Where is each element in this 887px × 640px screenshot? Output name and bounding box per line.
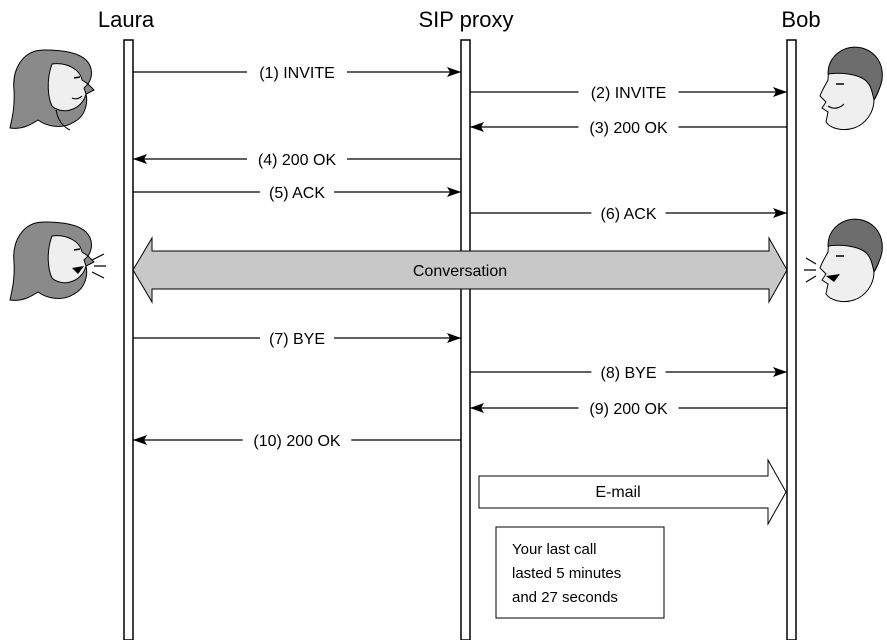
participant-bob: Bob [781,7,820,32]
note-line-2: lasted 5 minutes [512,565,621,582]
message-label-10: (10) 200 OK [253,433,340,450]
message-label-4: (4) 200 OK [258,152,337,169]
message-label-2: (2) INVITE [591,85,667,102]
message-label-9: (9) 200 OK [589,401,668,418]
message-label-6: (6) ACK [600,206,656,223]
message-label-5: (5) ACK [269,185,325,202]
participant-laura: Laura [98,7,155,32]
message-label-7: (7) BYE [269,331,325,348]
note-line-1: Your last call [512,541,597,558]
message-label-1: (1) INVITE [259,65,335,82]
woman-talking-icon [10,222,106,300]
message-label-8: (8) BYE [600,365,656,382]
man-face-icon [820,47,882,129]
man-talking-icon [804,219,882,301]
lifeline-bob [787,40,796,640]
lifeline-sip-proxy [461,40,470,640]
lifeline-laura [124,40,133,640]
conversation-label: Conversation [413,263,507,280]
participant-sip-proxy: SIP proxy [419,7,514,32]
message-label-3: (3) 200 OK [589,120,668,137]
email-label: E-mail [595,484,640,501]
note-line-3: and 27 seconds [512,589,618,606]
woman-face-icon [10,50,94,130]
